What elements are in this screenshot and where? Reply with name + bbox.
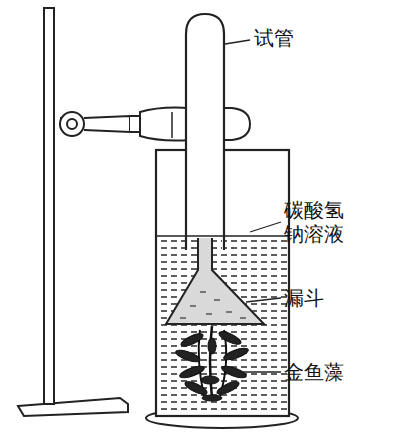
part-label: 试管 bbox=[254, 26, 294, 50]
hornwort-plant bbox=[174, 326, 249, 401]
clamp-boss bbox=[60, 112, 84, 136]
funnel bbox=[166, 238, 264, 324]
stand-base bbox=[18, 398, 128, 416]
sodium-bicarbonate-solution bbox=[157, 236, 288, 414]
solution-label: 碳酸氢钠溶液 bbox=[284, 198, 346, 246]
stand-rod bbox=[44, 8, 54, 404]
plant-label: 金鱼藻 bbox=[284, 360, 344, 384]
leader-lines bbox=[225, 40, 281, 372]
test-tube bbox=[186, 14, 224, 250]
part-label: 漏斗 bbox=[284, 286, 324, 310]
